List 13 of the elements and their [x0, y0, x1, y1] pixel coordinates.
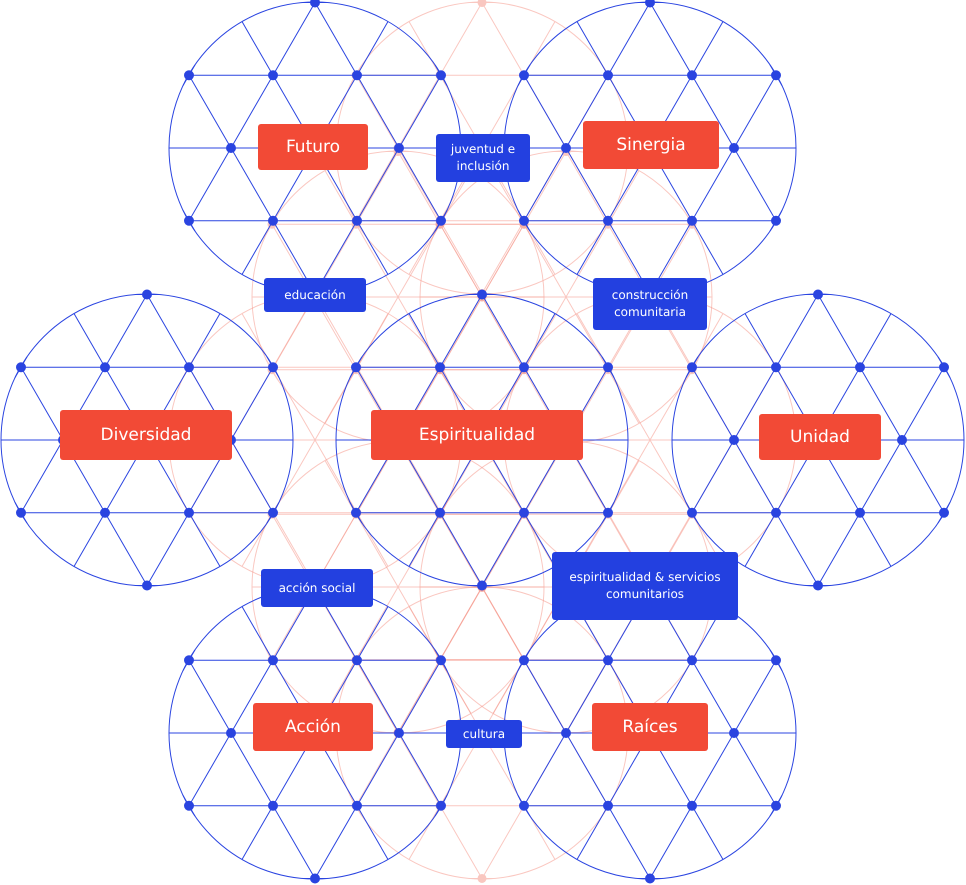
- theme-label: Acción: [253, 703, 373, 751]
- topic-label: construcción comunitaria: [593, 278, 707, 330]
- theme-label: Diversidad: [60, 410, 232, 460]
- theme-label: Raíces: [592, 703, 708, 751]
- theme-label: Futuro: [258, 124, 368, 170]
- topic-label: juventud e inclusión: [436, 134, 530, 182]
- theme-label: Espiritualidad: [371, 410, 583, 460]
- topic-label: educación: [264, 278, 366, 312]
- theme-label: Sinergia: [583, 121, 719, 169]
- theme-label: Unidad: [759, 414, 881, 460]
- topic-label: acción social: [261, 569, 373, 607]
- topic-label: cultura: [446, 720, 522, 748]
- topic-label: espiritualidad & servicios comunitarios: [552, 552, 738, 620]
